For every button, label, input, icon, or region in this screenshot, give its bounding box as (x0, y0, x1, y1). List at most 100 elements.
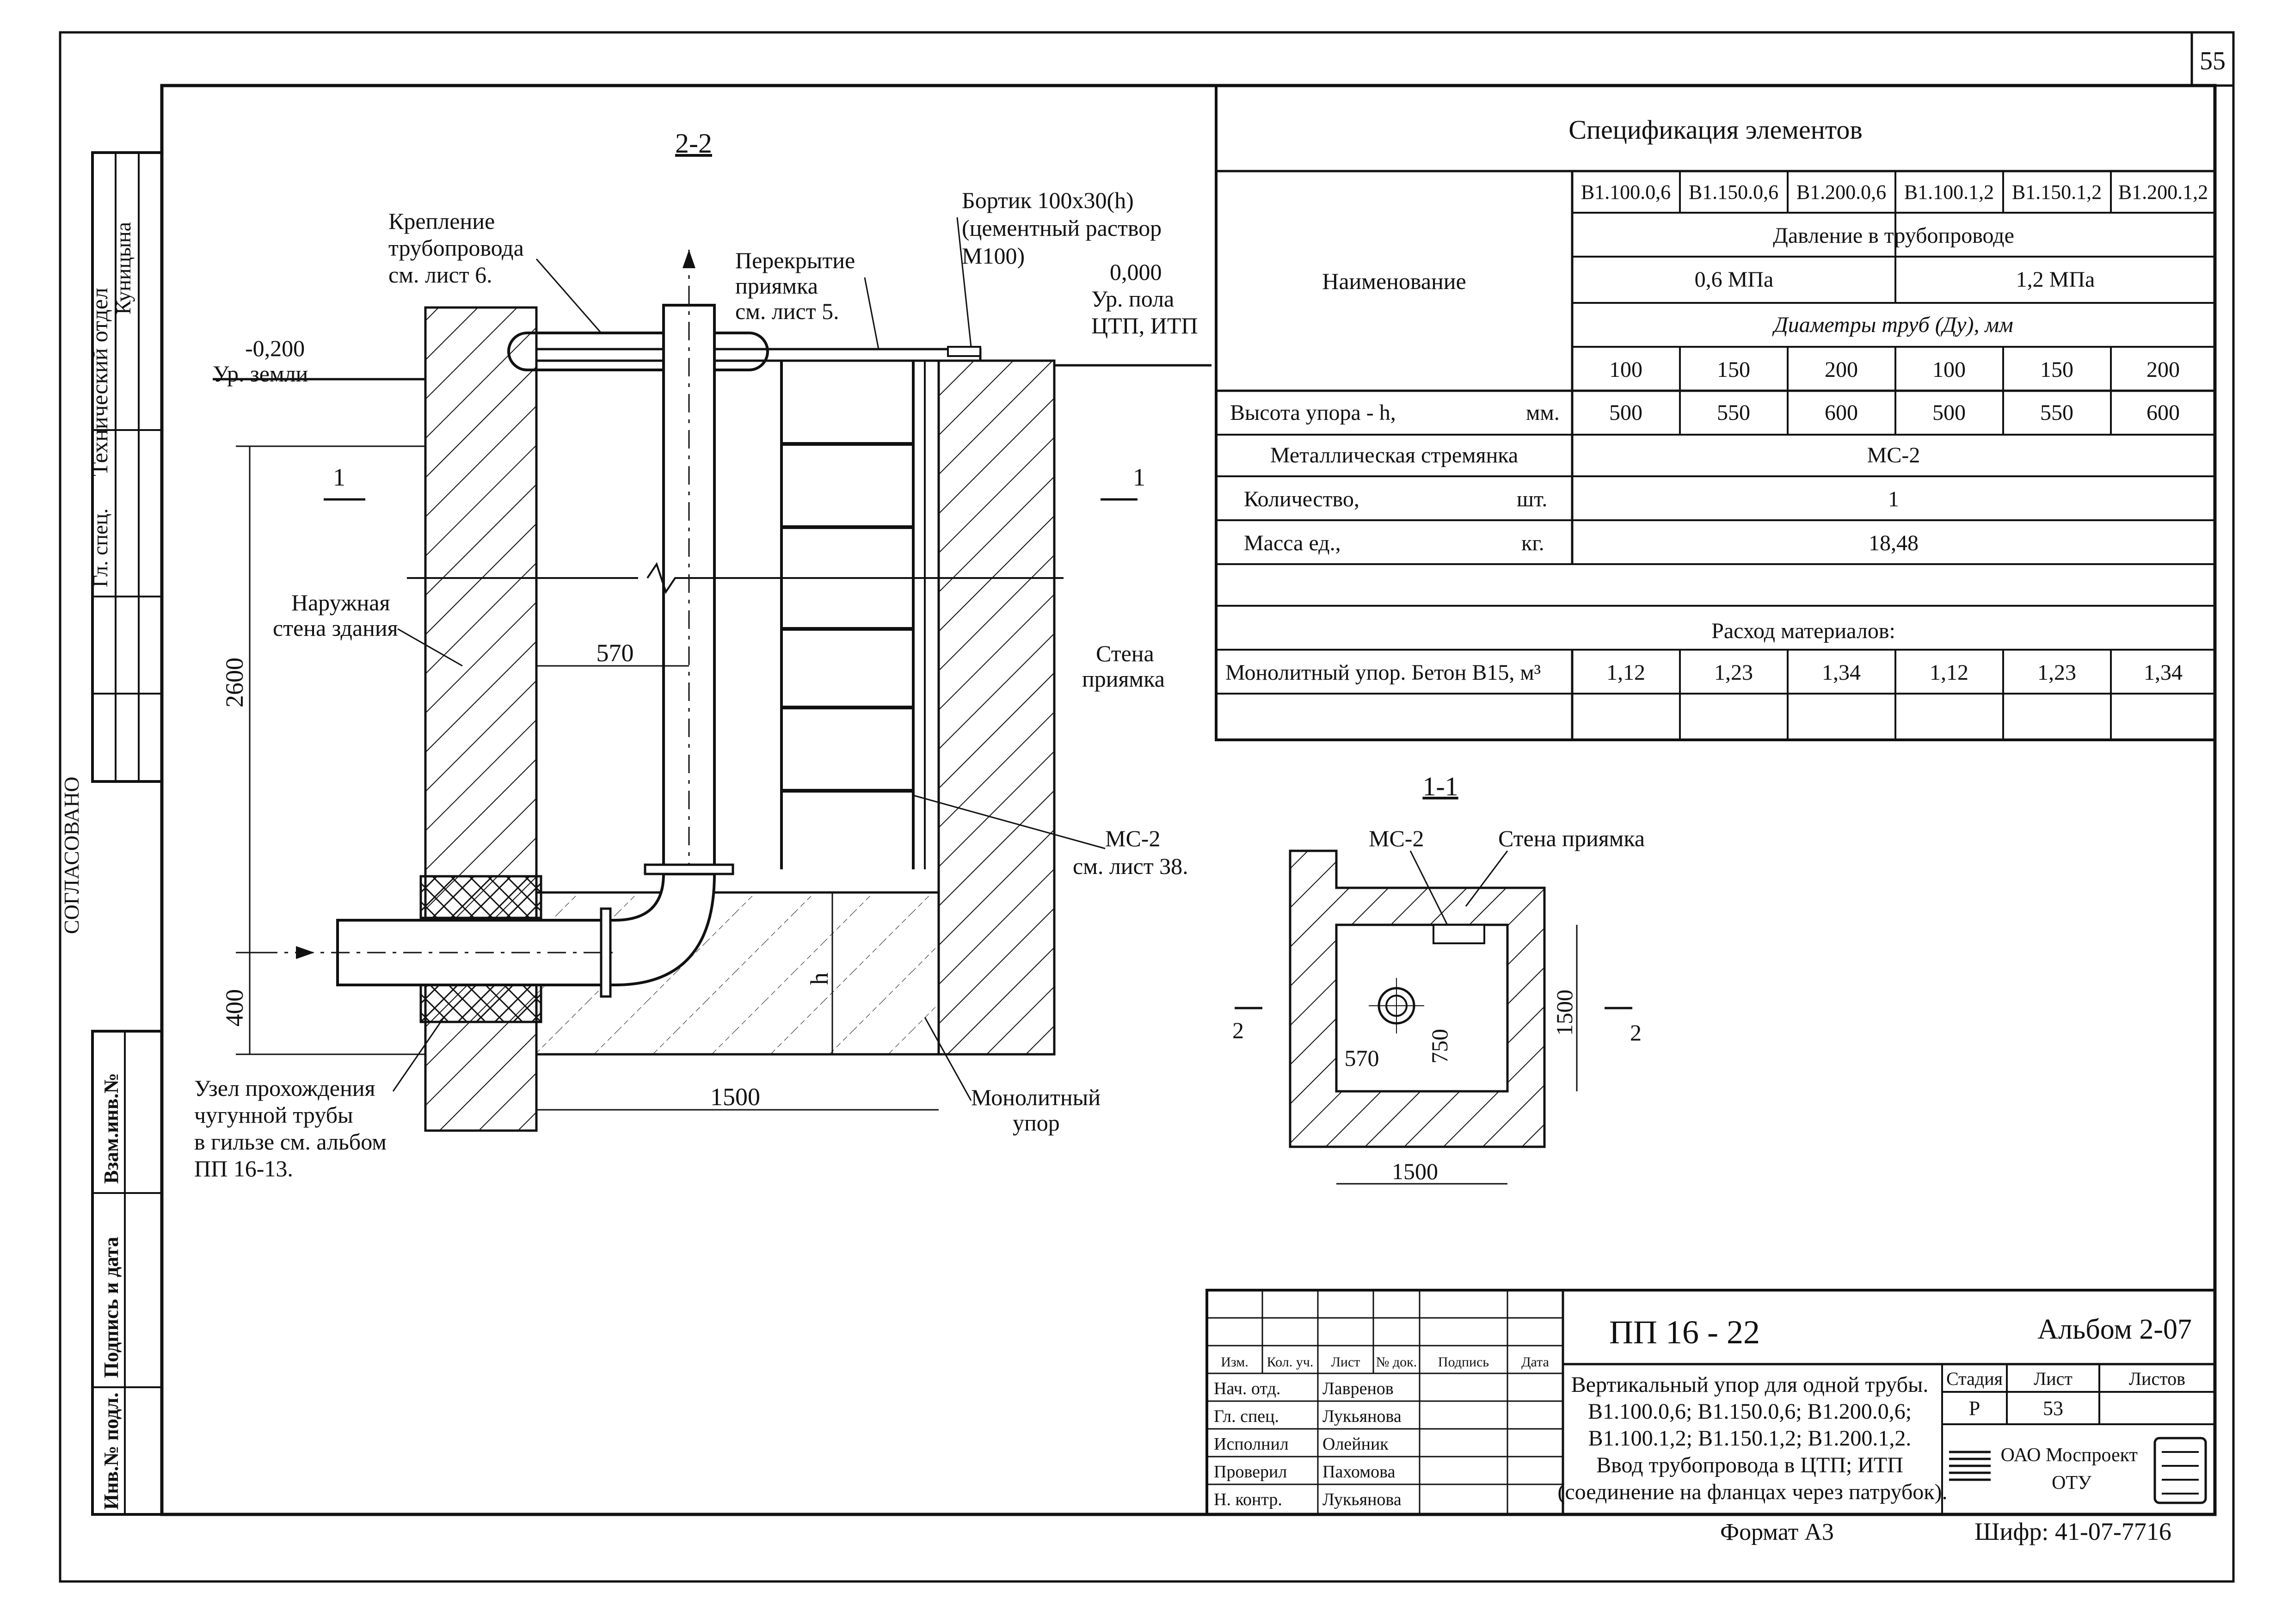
tb-stage: Р (1969, 1397, 1980, 1420)
spec-diam-header: Диаметры труб (Ду), мм (1772, 313, 2013, 337)
dim-1500: 1500 (710, 1083, 760, 1111)
dim-570-plan: 570 (1345, 1045, 1379, 1071)
dim-570: 570 (597, 639, 634, 667)
spec-mass-value: 18,48 (1869, 531, 1919, 555)
spec-height-label: Высота упора - h, (1230, 400, 1396, 425)
spec-title: Спецификация элементов (1568, 115, 1862, 145)
org-logo-icon (1949, 1451, 1991, 1481)
page-number: 55 (2200, 47, 2226, 75)
outer-frame (59, 31, 2235, 1583)
pipe-elbow (336, 873, 716, 986)
tb-doc-code: ПП 16 - 22 (1609, 1314, 1760, 1351)
dim-2600: 2600 (221, 658, 248, 707)
inner-frame (160, 84, 2217, 1516)
spec-diameter: 100 (1609, 357, 1642, 382)
label-passage-node: Узел прохождения чугунной трубы в гильзе… (194, 1075, 392, 1181)
tb-sheet: 53 (2043, 1397, 2063, 1420)
tb-name: Лукьянова (1322, 1407, 1402, 1426)
label-outer-wall: Наружная стена здания (273, 590, 398, 641)
label-ms2-plan: МС-2 (1369, 825, 1424, 851)
spec-mass-label: Масса ед., (1244, 531, 1341, 555)
spec-height: 600 (1825, 400, 1858, 425)
dim-h: h (806, 972, 833, 985)
spec-concrete: 1,23 (2037, 660, 2076, 685)
spec-qty-value: 1 (1888, 487, 1899, 511)
spec-pressure: 0,6 МПа (1695, 267, 1774, 292)
spec-concrete: 1,12 (1606, 660, 1645, 685)
dim-1500-vertical: 1500 (1551, 990, 1577, 1036)
section-11-title: 1-1 (1422, 771, 1458, 801)
spec-concrete-label: Монолитный упор. Бетон В15, м³ (1225, 660, 1541, 685)
spec-code: В1.100.0,6 (1581, 181, 1671, 203)
title-block: Изм. Кол. уч. Лист № док. Подпись Дата Н… (1205, 1289, 2216, 1545)
spec-diameter: 200 (1825, 357, 1858, 382)
spec-height: 500 (1932, 400, 1966, 425)
spec-code: В1.150.0,6 (1689, 181, 1778, 203)
cut-mark-2-right: 2 (1630, 1020, 1642, 1046)
cut-mark-1-right: 1 (1133, 463, 1145, 491)
label-floor-level: 0,000 Ур. пола ЦТП, ИТП (1091, 259, 1198, 338)
spec-height: 600 (2146, 400, 2180, 425)
tb-name: Олейник (1322, 1434, 1389, 1454)
spec-qty-unit: шт. (1517, 487, 1547, 511)
label-pit-wall-plan: Стена приямка (1498, 825, 1645, 851)
spec-diameter: 150 (1717, 357, 1750, 382)
label-curb: Бортик 100x30(h) (цементный раствор М100… (962, 187, 1168, 269)
side-stamp: Технический отдел Куницына Гл. спец. СОГ… (60, 151, 163, 1516)
cut-mark-1-left: 1 (333, 463, 345, 491)
stamp-gl-spec: Гл. спец. (88, 508, 112, 587)
spec-height-unit: мм. (1526, 400, 1560, 425)
tb-header: Лист (1331, 1354, 1360, 1370)
spec-qty-label: Количество, (1244, 487, 1359, 511)
tb-name: Лавренов (1322, 1379, 1394, 1398)
pit-wall (937, 359, 1056, 1056)
spec-height: 500 (1609, 400, 1642, 425)
sleeve-bottom (419, 979, 542, 1023)
spec-height: 550 (2040, 400, 2073, 425)
tb-role: Проверил (1214, 1462, 1287, 1482)
tb-stage-header: Стадия (1946, 1368, 2003, 1389)
spec-diameter: 200 (2146, 357, 2180, 382)
spec-concrete: 1,23 (1714, 660, 1753, 685)
section-2-2: 2-2 (194, 128, 1212, 1181)
spec-mass-unit: кг. (1521, 531, 1544, 555)
stamp-dept: Технический отдел (86, 288, 112, 476)
dim-400: 400 (221, 989, 248, 1027)
tb-header: Изм. (1221, 1354, 1248, 1370)
tb-description: Вертикальный упор для одной трубы. В1.10… (1557, 1372, 1947, 1504)
section-22-title: 2-2 (675, 128, 712, 159)
stamp-sign-date: Подпись и дата (100, 1237, 123, 1378)
tb-role: Гл. спец. (1214, 1407, 1279, 1426)
stamp-vzam: Взам.инв.№ (100, 1073, 123, 1184)
label-monolithic: Монолитный упор (971, 1084, 1106, 1136)
ladder-ms2 (780, 361, 926, 869)
tb-cipher: Шифр: 41-07-7716 (1974, 1518, 2171, 1545)
label-ms2: МС-2 см. лист 38. (1073, 825, 1188, 879)
spec-concrete: 1,12 (1930, 660, 1968, 685)
spec-code: В1.200.0,6 (1796, 181, 1886, 203)
label-ground-level: -0,200 Ур. земли (213, 335, 311, 387)
stamp-agreed: СОГЛАСОВАНО (60, 776, 83, 934)
tb-role: Исполнил (1214, 1434, 1289, 1454)
spec-diameter: 100 (1932, 357, 1966, 382)
cut-mark-2-left: 2 (1232, 1017, 1244, 1043)
tb-name: Лукьянова (1322, 1490, 1402, 1509)
sleeve-top (419, 875, 542, 919)
spec-pressure: 1,2 МПа (2016, 267, 2095, 292)
spec-code: В1.150.1,2 (2012, 181, 2102, 203)
tb-role: Н. контр. (1214, 1490, 1282, 1509)
spec-height: 550 (1717, 400, 1750, 425)
spec-pressure-header: Давление в трубопроводе (1773, 223, 2014, 248)
spec-code: В1.100.1,2 (1904, 181, 1994, 203)
tb-org: ОАО Моспроект ОТУ (2001, 1445, 2143, 1494)
tb-name: Пахомова (1322, 1462, 1396, 1482)
spec-code: В1.200.1,2 (2118, 181, 2208, 203)
tb-header: Подпись (1438, 1354, 1489, 1370)
spec-name-header: Наименование (1322, 268, 1466, 294)
spec-ladder-label: Металлическая стремянка (1270, 443, 1518, 468)
tb-album: Альбом 2-07 (2037, 1314, 2192, 1345)
tb-format: Формат А3 (1720, 1519, 1834, 1545)
section-1-1: 1-1 МС-2 Стена приямка 570 750 1500 1500… (1232, 771, 1645, 1185)
spec-concrete: 1,34 (1822, 660, 1861, 685)
